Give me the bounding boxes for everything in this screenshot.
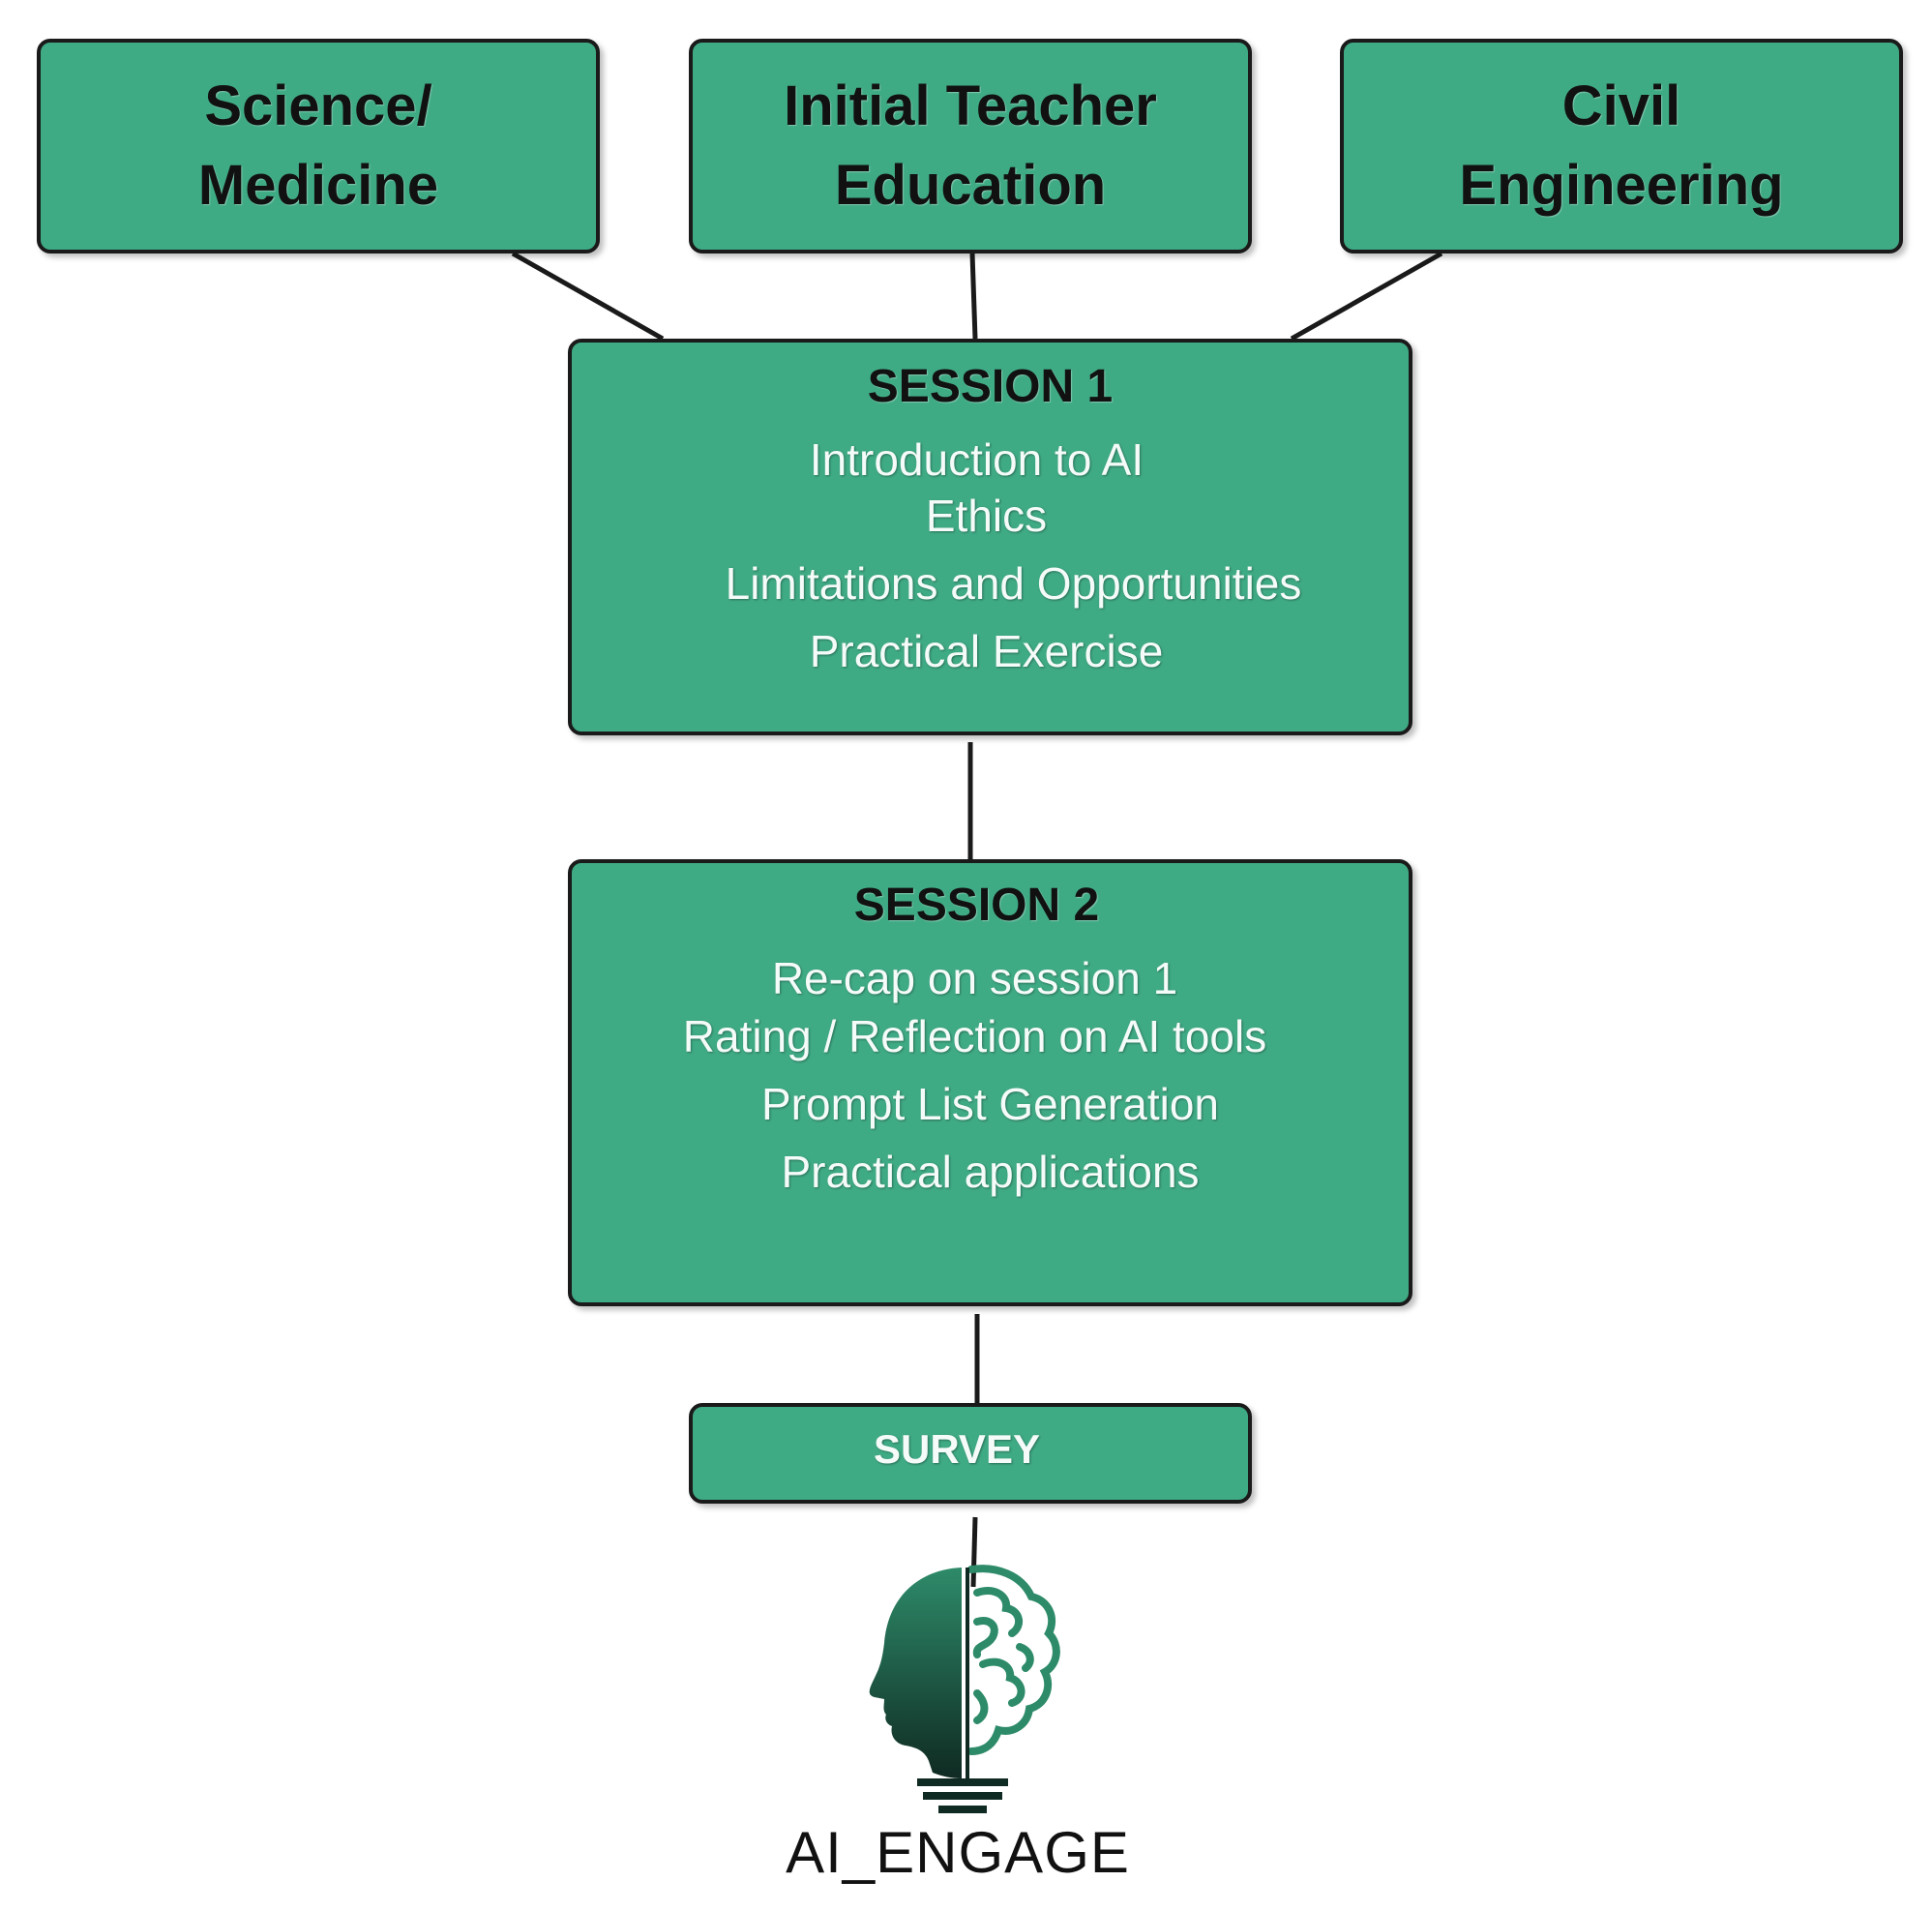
brain-outline <box>967 1565 1060 1755</box>
session-1-item: Limitations and Opportunities <box>725 558 1302 609</box>
session-2-item: Practical applications <box>781 1147 1200 1197</box>
bulb-base-bar <box>938 1806 987 1813</box>
connector-survey-logo <box>970 1516 978 1588</box>
session-2-title: SESSION 2 <box>853 880 1100 931</box>
session-1-title: SESSION 1 <box>867 361 1114 412</box>
group-label-line: Science/ <box>204 75 432 137</box>
bulb-base-bar <box>917 1778 1008 1786</box>
session-2-item: Rating / Reflection on AI tools <box>682 1011 1267 1061</box>
group-box-science-medicine: Science/ Medicine <box>37 39 600 254</box>
group-label-line: Initial Teacher <box>784 75 1157 137</box>
session-1-item: Practical Exercise <box>809 626 1164 676</box>
survey-label: SURVEY <box>874 1426 1040 1472</box>
session-1-item: Ethics <box>925 491 1048 541</box>
survey-box: SURVEY <box>689 1403 1252 1504</box>
group-box-civil-engineering: Civil Engineering <box>1340 39 1903 254</box>
connector-science-session1 <box>511 251 665 342</box>
logo-text: AI_ENGAGE <box>786 1820 1130 1885</box>
session-1-box: SESSION 1 Introduction to AI Ethics Limi… <box>568 339 1412 735</box>
connector-teacher-session1 <box>969 253 978 340</box>
head-brain-lightbulb-icon <box>869 1565 1060 1813</box>
session-2-box: SESSION 2 Re-cap on session 1 Rating / R… <box>568 859 1412 1306</box>
group-label-line: Engineering <box>1459 154 1784 217</box>
group-label-line: Civil <box>1561 75 1681 137</box>
head-silhouette <box>869 1568 962 1778</box>
connector-civil-session1 <box>1290 251 1443 342</box>
session-2-item: Prompt List Generation <box>760 1079 1219 1129</box>
group-box-initial-teacher-education: Initial Teacher Education <box>689 39 1252 254</box>
session-1-item: Introduction to AI <box>809 434 1144 485</box>
session-2-item: Re-cap on session 1 <box>771 953 1178 1003</box>
group-label-line: Education <box>834 154 1107 217</box>
bulb-base-bar <box>923 1792 1002 1800</box>
group-label-line: Medicine <box>197 154 439 217</box>
